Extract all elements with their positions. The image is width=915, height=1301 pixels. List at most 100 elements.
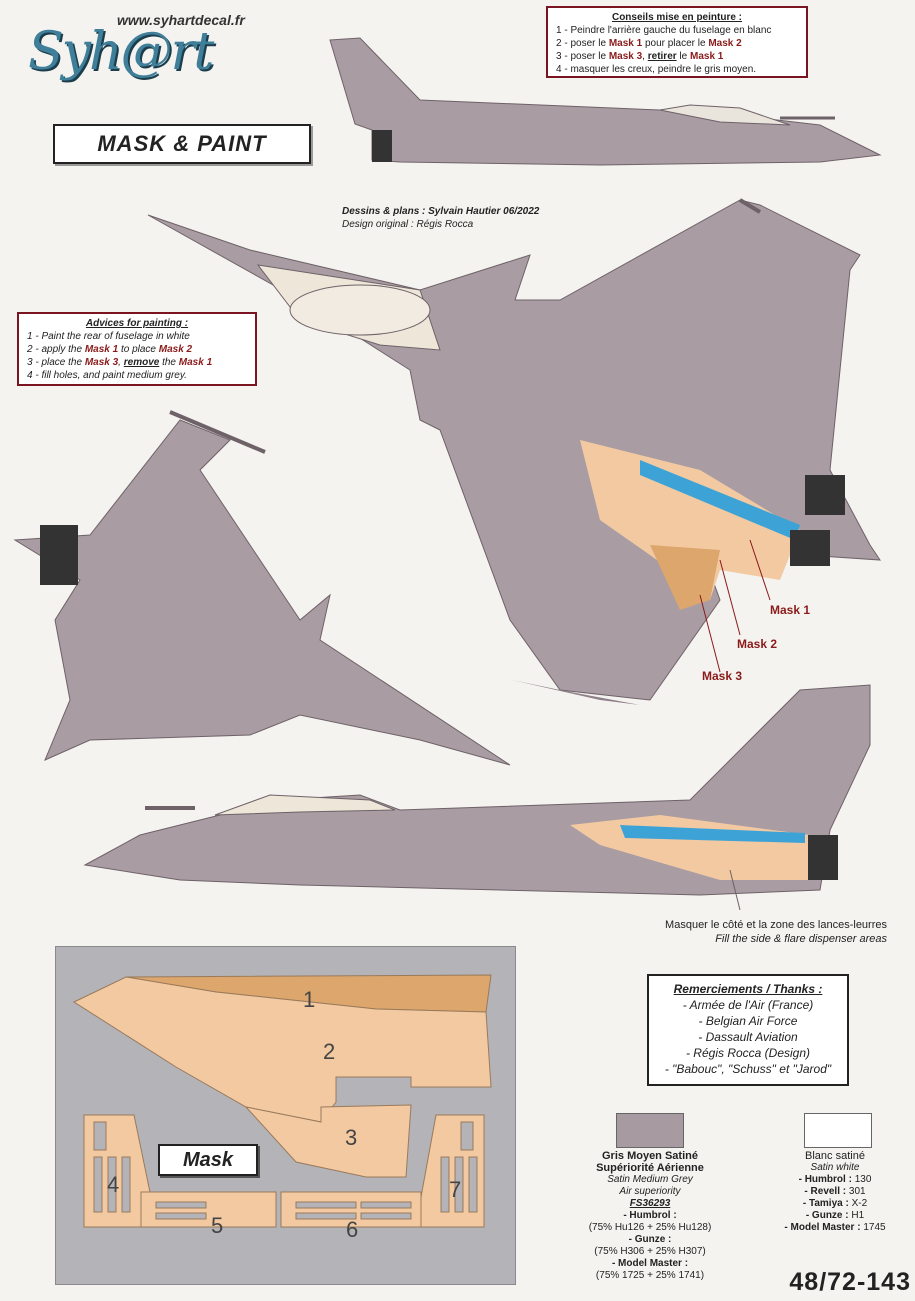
mask-number-4: 4 [107,1172,120,1197]
swatch-grey-chip [616,1113,684,1148]
aircraft-drawings [13,37,882,911]
advice-en-item-1: 1 - Paint the rear of fuselage in white [27,330,247,343]
advice-fr-title: Conseils mise en peinture : [611,12,743,23]
callout-mask1: Mask 1 [770,603,811,617]
advice-en-item-3-seg-0: 3 - place the [27,357,85,368]
advice-fr-item-3-seg-3: retirer [647,51,677,62]
thanks-item: - Dassault Aviation [698,1030,798,1044]
top-view [147,198,881,705]
credits-design: Design original : Régis Rocca [342,219,474,230]
white-paint-row: - Tamiya : X-2 [760,1198,910,1210]
advice-fr-item-3-seg-0: 3 - poser le [556,51,609,62]
mask-number-1: 1 [303,987,316,1012]
side-note-en: Fill the side & flare dispenser areas [715,933,887,945]
mask-sheet: Mask 1 2 3 4 5 6 7 [55,946,516,1285]
swatch-white-info: Blanc satiné Satin white - Humbrol : 130… [760,1150,910,1234]
advice-fr-item-2: 2 - poser le Mask 1 pour placer le Mask … [556,37,798,50]
advice-en-item-3-seg-1: Mask 3 [84,357,119,368]
advice-fr-item-2-seg-3: Mask 2 [708,38,742,49]
advice-en-title: Advices for painting : [85,318,189,329]
swatch-white-chip [804,1113,872,1148]
advice-en-item-3-seg-5: Mask 1 [178,357,213,368]
thanks-item: - Armée de l'Air (France) [682,998,814,1012]
white-paint-brand: - Tamiya : [802,1198,849,1209]
advice-en-item-3-seg-2: , [118,357,124,368]
mask-sheet-label: Mask [158,1144,258,1176]
credits-drawings: Dessins & plans : Sylvain Hautier 06/202… [342,206,540,217]
grey-humbrol-val: (75% Hu126 + 25% Hu128) [588,1222,712,1233]
grey-humbrol-label: - Humbrol : [623,1210,677,1221]
mask-paint-title-box: MASK & PAINT [53,124,311,164]
callout-mask2: Mask 2 [737,637,778,651]
advice-fr-item-3-seg-2: , [642,51,648,62]
grey-name-2: Supériorité Aérienne [596,1162,704,1174]
white-paint-row: - Revell : 301 [760,1186,910,1198]
white-paint-code: 1745 [860,1222,886,1233]
advice-fr-item-2-seg-2: pour placer le [642,38,709,49]
white-paint-brand: - Revell : [804,1186,847,1197]
advice-en-item-4-seg-0: 4 - fill holes, and paint medium grey. [27,370,187,381]
advice-en-item-3: 3 - place the Mask 3, remove the Mask 1 [27,356,247,369]
grey-en-2: Air superiority [619,1186,681,1197]
credits: Dessins & plans : Sylvain Hautier 06/202… [342,205,539,231]
advice-en-item-2-seg-1: Mask 1 [84,344,119,355]
callout-mask3: Mask 3 [702,669,743,683]
thanks-item: - "Babouc", "Schuss" et "Jarod" [664,1062,832,1076]
grey-name-1: Gris Moyen Satiné [602,1150,698,1162]
side-view-large [83,684,871,911]
advice-en-item-2: 2 - apply the Mask 1 to place Mask 2 [27,343,247,356]
white-name: Blanc satiné [805,1150,865,1162]
thanks-title: Remerciements / Thanks : [673,982,823,996]
mask-number-6: 6 [346,1217,359,1242]
white-paint-code: 130 [851,1174,872,1185]
advice-fr-item-3-seg-4: le [676,51,690,62]
white-paint-code: H1 [848,1210,865,1221]
advice-fr-item-2-seg-1: Mask 1 [608,38,643,49]
white-paint-brand: - Gunze : [805,1210,849,1221]
grey-en-1: Satin Medium Grey [607,1174,693,1185]
mask-number-2: 2 [323,1039,336,1064]
advice-en-item-3-seg-4: the [159,357,179,368]
thanks-item: - Régis Rocca (Design) [685,1046,811,1060]
grey-gunze-label: - Gunze : [628,1234,672,1245]
site-url[interactable]: www.syhartdecal.fr [117,12,245,28]
white-paint-row: - Model Master : 1745 [760,1222,910,1234]
advice-fr-item-3-seg-1: Mask 3 [608,51,643,62]
mask-sheet-shapes [72,974,492,1228]
swatch-grey-info: Gris Moyen Satiné Supériorité Aérienne S… [556,1150,744,1282]
advice-en-item-2-seg-2: to place [118,344,159,355]
advice-en-item-4: 4 - fill holes, and paint medium grey. [27,369,247,382]
side-note: Masquer le côté et la zone des lances-le… [665,918,887,946]
side-view-small [329,37,882,166]
advice-fr-item-3-seg-5: Mask 1 [689,51,724,62]
white-en: Satin white [810,1162,860,1173]
mask-number-3: 3 [345,1125,358,1150]
mask-number-7: 7 [449,1177,462,1202]
underside-view [13,410,511,766]
advice-fr-item-2-seg-0: 2 - poser le [556,38,609,49]
side-note-fr: Masquer le côté et la zone des lances-le… [665,919,887,931]
white-paint-brand: - Model Master : [784,1222,861,1233]
white-paint-code: X-2 [848,1198,868,1209]
advice-fr-item-1-seg-0: 1 - Peindre l'arrière gauche du fuselage… [556,25,772,36]
grey-mm-val: (75% 1725 + 25% 1741) [595,1270,705,1281]
callout-lines [699,539,771,673]
advice-en-item-3-seg-3: remove [123,357,160,368]
thanks-item: - Belgian Air Force [698,1014,798,1028]
advice-fr-item-3: 3 - poser le Mask 3, retirer le Mask 1 [556,50,798,63]
advice-en-item-2-seg-3: Mask 2 [158,344,193,355]
white-paint-row: - Gunze : H1 [760,1210,910,1222]
advice-en-item-2-seg-0: 2 - apply the [27,344,85,355]
advice-fr-item-1: 1 - Peindre l'arrière gauche du fuselage… [556,24,798,37]
advice-en-item-1-seg-0: 1 - Paint the rear of fuselage in white [27,331,190,342]
mask-sheet-label-text: Mask [182,1149,234,1171]
advice-fr-box: Conseils mise en peinture : 1 - Peindre … [546,6,808,78]
white-paint-row: - Humbrol : 130 [760,1174,910,1186]
grey-mm-label: - Model Master : [611,1258,689,1269]
white-paint-brand: - Humbrol : [798,1174,852,1185]
grey-gunze-val: (75% H306 + 25% H307) [594,1246,706,1257]
brand-logo: Syh@rt [28,22,214,82]
white-paint-code: 301 [846,1186,866,1197]
advice-en-box: Advices for painting : 1 - Paint the rea… [17,312,257,386]
mask-number-5: 5 [211,1213,224,1238]
